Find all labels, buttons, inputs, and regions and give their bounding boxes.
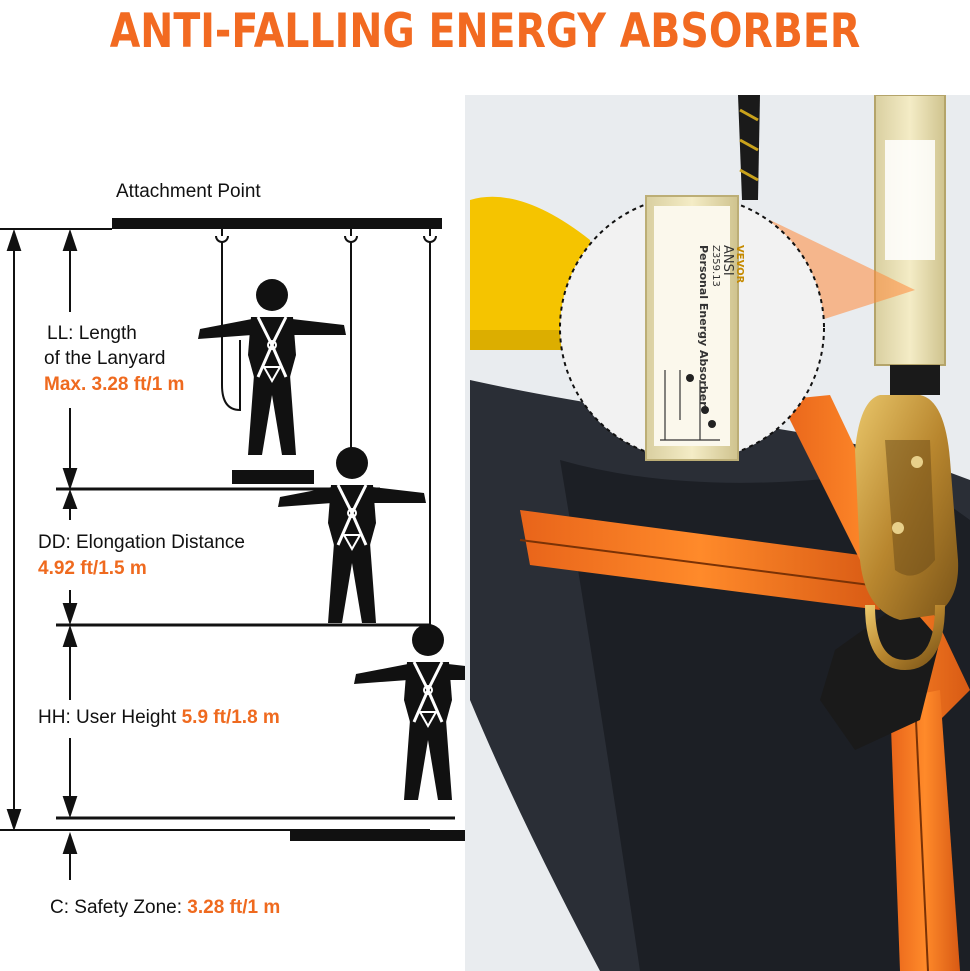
brand-name: VEVOR [734,245,745,284]
attachment-point-label: Attachment Point [116,181,261,202]
dd-label: DD: Elongation Distance [38,532,245,553]
hh-label: HH: User Height [38,707,177,728]
harness-illustration [465,95,970,971]
product-label-text: VEVOR ANSI Z359.13 Personal Energy Absor… [697,245,745,475]
c-label-row: C: Safety Zone: 3.28 ft/1 m [50,896,280,920]
product-photo: VEVOR ANSI Z359.13 Personal Energy Absor… [465,95,970,971]
ll-value: Max. 3.28 ft/1 m [44,374,185,395]
page-title: ANTI-FALLING ENERGY ABSORBER [109,4,861,59]
ll-label-line1: LL: Length [47,323,137,344]
ansi-code: Z359.13 [710,245,721,287]
ll-label-line2: of the Lanyard [44,348,166,369]
dd-value: 4.92 ft/1.5 m [38,558,147,579]
product-name: Personal Energy Absorber [697,245,710,407]
ansi-standard: ANSI [720,245,735,276]
attachment-beam [112,218,442,229]
hh-label-row: HH: User Height 5.9 ft/1.8 m [38,706,280,730]
c-label: C: Safety Zone: [50,897,183,918]
c-value: 3.28 ft/1 m [187,897,281,918]
hh-value: 5.9 ft/1.8 m [181,707,280,728]
